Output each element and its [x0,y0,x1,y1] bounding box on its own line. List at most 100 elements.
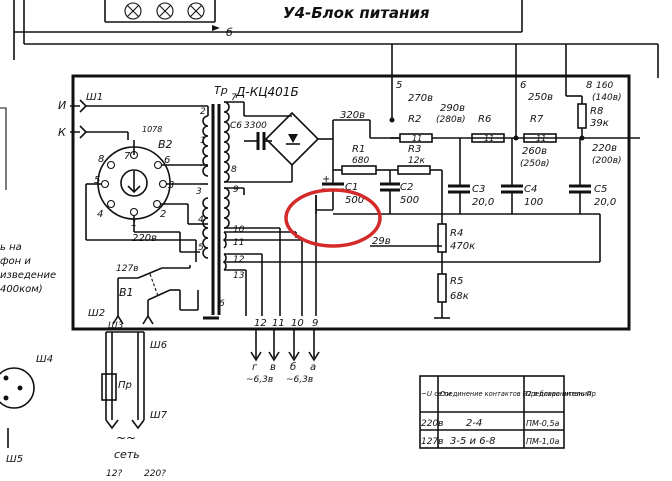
table-cell: 3-5 и 6-8 [450,436,496,447]
out-a: а [310,362,316,373]
fuse-icon [101,373,117,401]
r4-value: 470к [450,241,475,252]
filter-network: С1 500 + R1 680 С2 500 R2 11 R3 12к R4 4… [315,96,640,319]
c1-value: 500 [345,195,364,206]
voltage-140: (140в) [592,93,622,103]
pin-2: 2 [200,107,206,117]
voltage-250: 250в [528,92,553,103]
c5-label: С5 [594,184,607,195]
connector-sh2: Ш2 [88,308,105,319]
lamp-icon [156,2,174,20]
table-header-u: ~U сети [421,390,451,398]
switch-voltage-127: 127в [116,264,138,274]
c4-label: С4 [524,184,537,195]
pin-12: 12 [233,255,245,265]
mains-label: сеть [114,448,140,461]
bottom-fragment-1: 12? [106,469,122,479]
svg-text:~~: ~~ [116,431,136,445]
transformer-label: Тр [214,84,228,97]
voltage-160: 160 [596,81,613,91]
r2-value: 11 [412,134,422,143]
pin-1: 1 [200,136,206,146]
side-note-1: ь на [0,242,22,253]
arrow-icon [212,25,220,31]
c1-label: С1 [345,182,358,193]
node-12: 12 [254,318,267,329]
table-cell: 2-4 [466,418,482,429]
connector-sh6: Ш6 [150,340,167,351]
switch-table: ~U сети Соединение контактов В2 в блоке … [419,375,596,449]
node-11: 11 [272,318,285,329]
lamp-icon [124,2,142,20]
r6-value: 11 [484,134,494,143]
contact-4: 4 [97,209,103,220]
contact-3: 3 [168,180,174,191]
transformer: Тр 2 1 3 4 5 6 7 8 9 10 11 12 13 [196,84,442,320]
pin-6: 6 [219,299,225,309]
contact-7: 7 [124,151,131,162]
pin-4: 4 [198,215,204,225]
voltage-270: 270в [408,93,433,104]
pin-13: 13 [233,271,245,281]
r3-value: 12к [408,156,425,166]
node-9: 9 [312,318,318,329]
table-cell: 127в [421,437,443,447]
c3-label: С3 [472,184,485,195]
voltage-290: 290в [440,103,465,114]
contact-6: 6 [164,155,170,166]
switch-voltage-220: 220в [132,233,157,244]
side-note-3: изведение [0,270,56,281]
pin-9: 9 [233,185,239,195]
node-6: 6 [520,80,526,91]
pin-5: 5 [198,243,204,253]
svg-text:+: + [322,174,330,185]
voltage-220: 220в [592,143,617,154]
c2-value: 500 [400,195,419,206]
bottom-fragment-2: 220? [144,469,166,479]
table-cell: 220в [421,419,443,429]
power-block-frame [71,74,631,331]
line-label-i: И [58,99,66,112]
table-cell: ПМ-0,5а [526,419,560,428]
r5-value: 68к [450,291,469,302]
r8-label: R8 [590,106,603,117]
arrow-label: б [226,26,233,39]
connector-sh4: Ш4 [36,354,53,365]
contact-5: 5 [94,175,100,186]
left-inputs: И К Ш1 1078 ь на фон и изведение 400ком) [0,92,209,295]
contact-2: 2 [160,209,166,220]
contact-8: 8 [98,154,104,165]
r7-value: 11 [536,134,546,143]
svg-text:1078: 1078 [142,125,162,134]
voltage-200: (200в) [592,156,622,166]
node-8: 8 [586,80,592,91]
rectifier: Д-КЦ401Б С6 3300 320в [230,85,370,182]
table-cell: ПМ-1,0а [526,437,560,446]
c6-value: 3300 [244,121,267,131]
c3-value: 20,0 [472,197,494,208]
pin-8: 8 [231,165,237,175]
header-block: У4-Блок питания б [13,0,659,78]
c6-label: С6 [230,121,242,131]
voltage-250b: (250в) [520,159,550,169]
highlight-ring [284,188,382,248]
r1-label: R1 [352,144,365,155]
lamp-icon [187,2,205,20]
r2-label: R2 [408,114,421,125]
connector-sh3: Ш3 [108,321,124,331]
voltage-29: 29в [372,236,391,247]
r8-value: 39к [590,118,609,129]
block-title: У4-Блок питания [283,4,430,22]
line-label-k: К [58,126,67,139]
c2-label: С2 [400,182,413,193]
mains-cable: Ш2 Ш3 Ш6 Ш7 Пр ~~ сеть 12? 220? Ш4 Ш5 [0,308,168,479]
pin-3: 3 [196,187,202,197]
switch-b1-label: В1 [119,286,134,299]
connector-sh5: Ш5 [6,454,23,465]
c4-value: 100 [524,197,543,208]
node-5: 5 [396,80,402,91]
table-header-fuse: Предохранитель Пр [526,390,596,398]
voltage-280: (280в) [436,115,466,125]
connector-sh1: Ш1 [86,92,103,103]
